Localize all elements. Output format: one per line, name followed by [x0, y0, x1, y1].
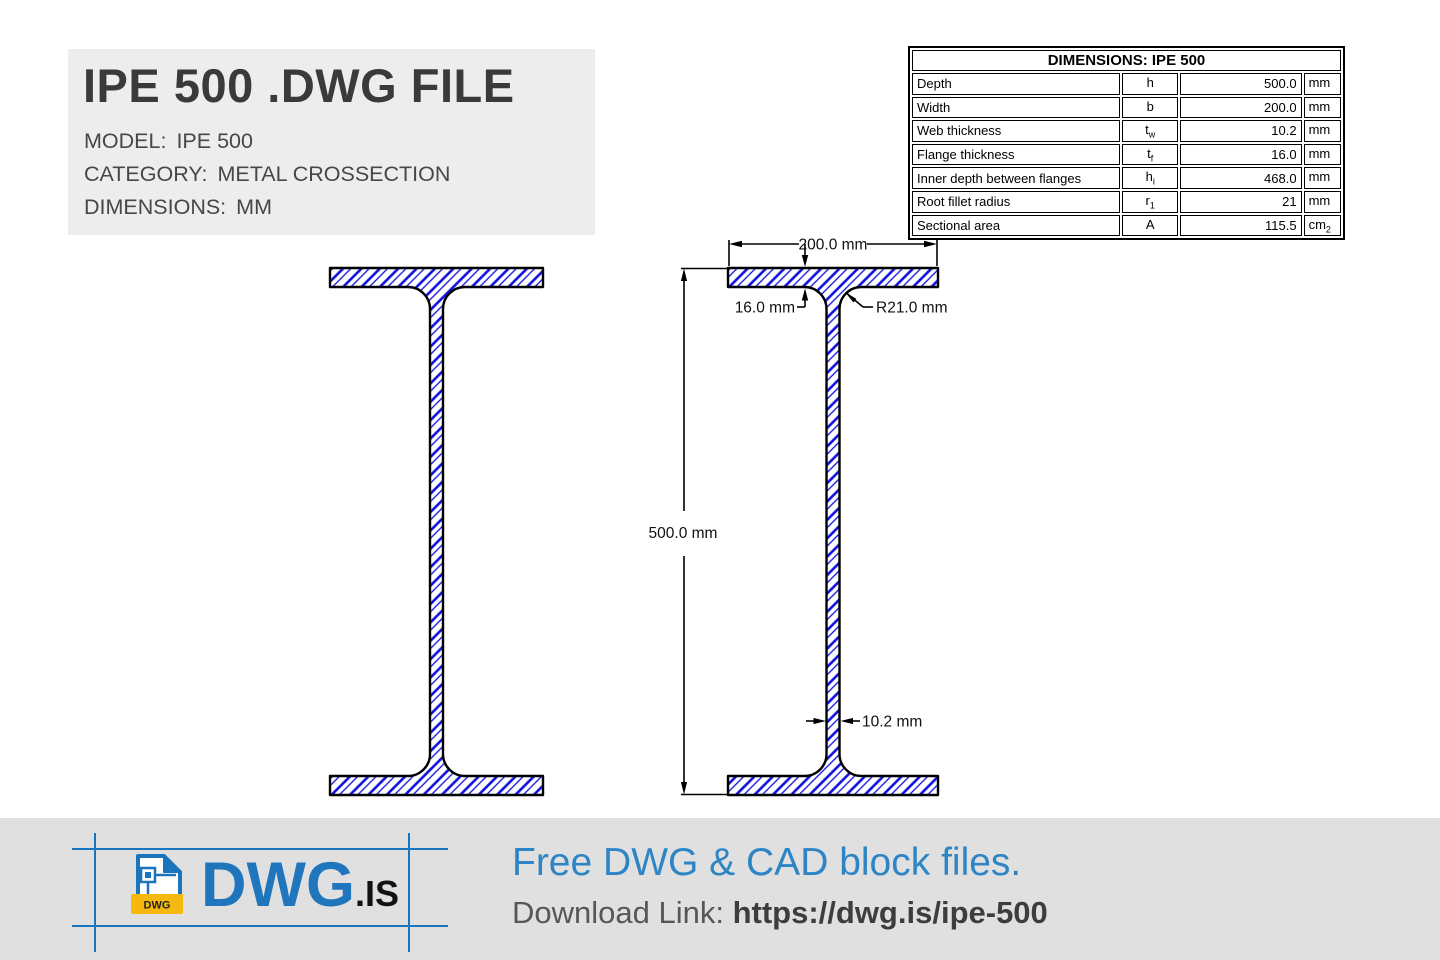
row-symbol: r — [1145, 192, 1150, 208]
table-row: Web thickness tw 10.2 mm — [912, 120, 1341, 142]
table-row: Sectional area A 115.5 cm2 — [912, 214, 1341, 237]
dimension-width — [728, 240, 938, 266]
row-name: Flange thickness — [912, 143, 1120, 166]
row-value: 500.0 — [1180, 73, 1302, 95]
row-name: Depth — [912, 73, 1120, 95]
row-name: Web thickness — [912, 120, 1120, 142]
dimension-web-thickness — [806, 717, 860, 725]
ipe-beam-right — [726, 266, 940, 797]
dimension-flange-thickness — [797, 244, 809, 308]
model-value: IPE 500 — [176, 129, 253, 154]
footer-tagline: Free DWG & CAD block files. — [512, 841, 1022, 884]
row-symbol: t — [1145, 122, 1149, 138]
row-unit: cm — [1308, 216, 1326, 232]
dim-width-label: 200.0 mm — [799, 237, 868, 254]
table-row: Root fillet radius r1 21 mm — [912, 190, 1341, 213]
row-unit: mm — [1308, 98, 1331, 114]
row-unit: mm — [1308, 145, 1331, 161]
row-value: 200.0 — [1180, 96, 1302, 119]
table-row: Depth h 500.0 mm — [912, 73, 1341, 95]
dimensions-table: DIMENSIONS: IPE 500 Depth h 500.0 mm Wid… — [908, 46, 1345, 241]
row-unit: mm — [1308, 122, 1331, 138]
category-label: CATEGORY: — [84, 162, 208, 187]
model-label: MODEL: — [84, 129, 167, 154]
row-name: Width — [912, 96, 1120, 119]
page-title: IPE 500 .DWG FILE — [83, 59, 515, 112]
table-title: DIMENSIONS: IPE 500 — [912, 50, 1341, 71]
dimensions-value: MM — [236, 195, 272, 220]
table-row: Flange thickness tf 16.0 mm — [912, 143, 1341, 166]
title-card: IPE 500 .DWG FILE MODEL: IPE 500 CATEGORY… — [68, 49, 595, 235]
crop-mark-right — [408, 833, 410, 952]
dwg-is-logo[interactable]: DWG DWG.IS — [131, 850, 399, 920]
model-line: MODEL: IPE 500 — [84, 125, 595, 158]
crop-mark-left — [94, 833, 96, 952]
row-symbol: A — [1145, 216, 1155, 232]
row-symbol: h — [1146, 75, 1154, 90]
crop-mark-top — [72, 848, 448, 850]
row-value: 16.0 — [1180, 143, 1302, 166]
dwg-badge-label: DWG — [144, 900, 171, 912]
row-name: Sectional area — [912, 214, 1120, 237]
dim-depth-label: 500.0 mm — [649, 525, 718, 542]
ipe-beam-left — [328, 266, 545, 797]
download-line: Download Link: https://dwg.is/ipe-500 — [512, 895, 1048, 930]
dim-flange-label: 16.0 mm — [735, 300, 795, 317]
dimensions-label: DIMENSIONS: — [84, 195, 227, 220]
logo-text: DWG — [201, 850, 355, 920]
dim-radius-label: R21.0 mm — [876, 300, 948, 317]
row-symbol: t — [1147, 145, 1151, 161]
dim-web-label: 10.2 mm — [862, 714, 922, 731]
download-url-link[interactable]: https://dwg.is/ipe-500 — [732, 895, 1048, 930]
crop-mark-bottom — [72, 925, 448, 927]
row-unit: mm — [1308, 192, 1331, 208]
dimensions-line: DIMENSIONS: MM — [84, 191, 595, 224]
category-line: CATEGORY: METAL CROSSECTION — [84, 158, 595, 191]
footer: DWG DWG.IS Free DWG & CAD block files. D… — [0, 818, 1440, 960]
row-name: Inner depth between flanges — [912, 167, 1120, 189]
row-unit: mm — [1308, 75, 1331, 90]
row-value: 115.5 — [1180, 214, 1302, 237]
row-name: Root fillet radius — [912, 190, 1120, 213]
row-symbol: h — [1145, 169, 1153, 185]
row-value: 10.2 — [1180, 120, 1302, 142]
logo-suffix: .IS — [354, 873, 399, 914]
table-row: Inner depth between flanges hi 468.0 mm — [912, 167, 1341, 189]
download-label: Download Link: — [512, 895, 733, 930]
table-row: Width b 200.0 mm — [912, 96, 1341, 119]
category-value: METAL CROSSECTION — [217, 162, 451, 187]
dimension-root-radius — [845, 292, 873, 308]
dwg-file-icon: DWG — [131, 854, 183, 914]
row-unit: mm — [1308, 169, 1331, 185]
row-value: 21 — [1180, 190, 1302, 213]
row-symbol: b — [1146, 98, 1154, 114]
dimension-depth — [680, 267, 727, 796]
row-value: 468.0 — [1180, 167, 1302, 189]
